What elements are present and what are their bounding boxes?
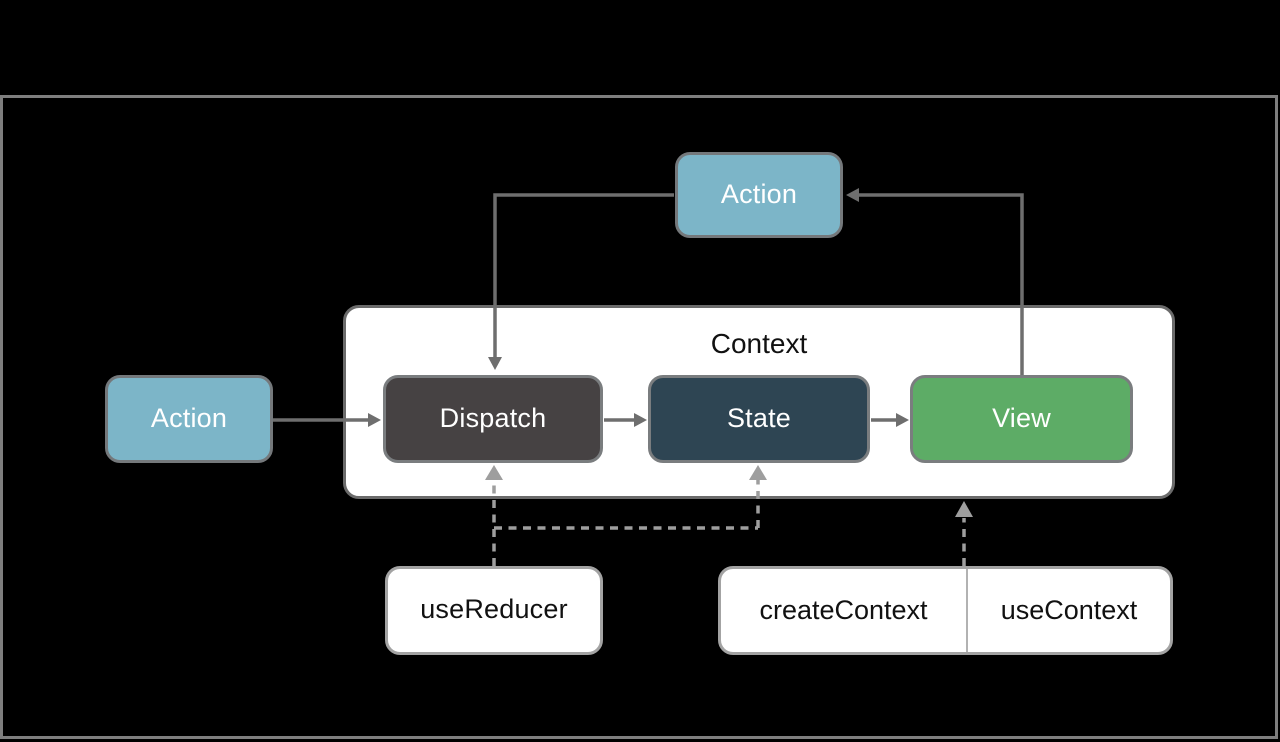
node-state: State bbox=[648, 375, 870, 463]
node-state-label: State bbox=[726, 402, 792, 433]
node-action-left-label: Action bbox=[150, 402, 228, 433]
node-usereducer-label: useReducer bbox=[420, 594, 568, 624]
node-view-label: View bbox=[992, 402, 1051, 433]
node-dispatch-label: Dispatch bbox=[439, 402, 547, 433]
node-view: View bbox=[910, 375, 1133, 463]
node-usecontext: useContext bbox=[968, 569, 1170, 652]
node-createcontext: createContext bbox=[721, 569, 968, 652]
node-dispatch: Dispatch bbox=[383, 375, 603, 463]
context-group-label: Context bbox=[710, 328, 808, 359]
node-action-top: Action bbox=[675, 152, 843, 238]
node-action-top-label: Action bbox=[720, 178, 798, 209]
node-context-hooks: createContext useContext bbox=[718, 566, 1173, 655]
node-usecontext-label: useContext bbox=[1000, 595, 1138, 625]
node-action-left: Action bbox=[105, 375, 273, 463]
node-createcontext-label: createContext bbox=[759, 595, 928, 625]
node-usereducer: useReducer bbox=[385, 566, 603, 655]
